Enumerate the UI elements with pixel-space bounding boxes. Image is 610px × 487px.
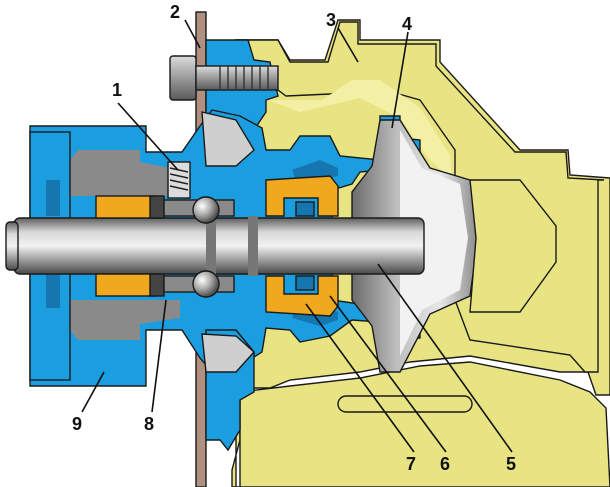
coolant-cavity-lower <box>201 333 255 373</box>
pump-shaft <box>5 216 425 276</box>
callout-9: 9 <box>72 414 82 434</box>
bolt-head <box>169 55 197 101</box>
callout-7: 7 <box>406 454 416 474</box>
callout-6: 6 <box>440 454 450 474</box>
shaft <box>13 217 425 275</box>
callout-labels: 1 2 3 4 5 6 7 8 9 <box>72 2 516 474</box>
callout-2: 2 <box>170 2 180 22</box>
coolant-cavity <box>201 111 255 167</box>
callout-1: 1 <box>112 80 122 100</box>
bolt-shank <box>195 65 279 91</box>
retaining-spring <box>167 161 191 199</box>
oil-seal <box>265 175 339 317</box>
bearing <box>95 195 235 298</box>
mounting-bolt <box>169 55 279 101</box>
callout-8: 8 <box>144 414 154 434</box>
seal-lower <box>265 275 339 317</box>
leader-lines <box>81 19 513 453</box>
callout-5: 5 <box>506 454 516 474</box>
callout-4: 4 <box>402 14 412 34</box>
seal-upper <box>265 175 339 217</box>
callout-3: 3 <box>326 10 336 30</box>
